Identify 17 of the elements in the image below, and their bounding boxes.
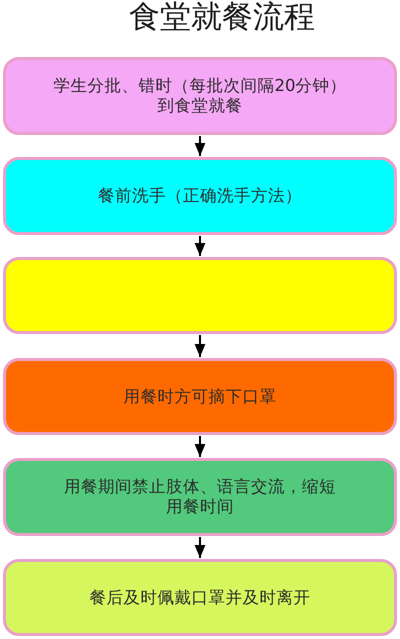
process-box: [3, 358, 397, 435]
arrow: [194, 335, 206, 357]
title: 食堂就餐流程: [129, 0, 315, 34]
arrow: [194, 136, 206, 156]
arrow: [194, 436, 206, 457]
step-text: 餐后及时佩戴口罩并及时离开: [90, 588, 310, 608]
process-box: [3, 157, 397, 235]
step-text: 用餐时方可摘下口罩: [124, 386, 276, 406]
step-text: 餐前洗手（正确洗手方法）: [98, 186, 302, 206]
step-text: 用餐期间禁止肢体、语言交流，缩短用餐时间: [63, 477, 337, 517]
step-text: 学生分批、错时（每批次间隔20分钟）到食堂就餐: [52, 76, 348, 116]
process-box: [3, 458, 397, 536]
process-box: [3, 57, 397, 135]
process-box: [3, 559, 397, 636]
arrow: [194, 537, 206, 558]
process-box: [3, 257, 397, 334]
arrow: [194, 236, 206, 256]
